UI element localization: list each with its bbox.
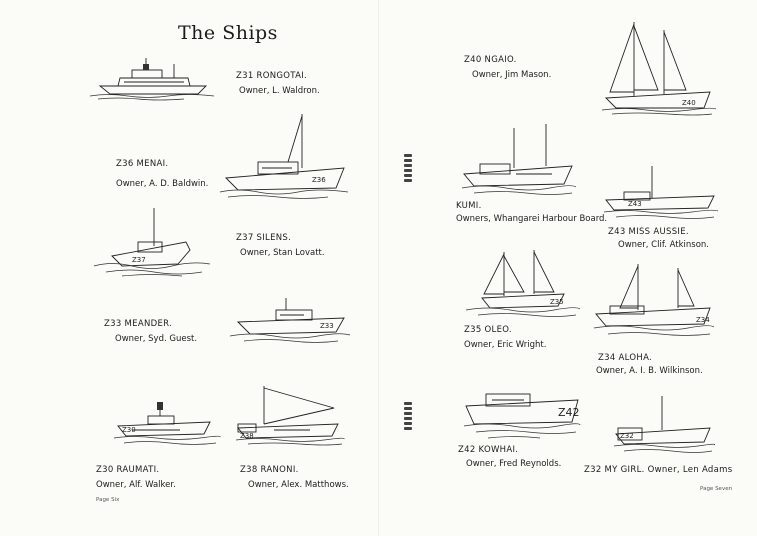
- ship-name: Z36 MENAI.: [116, 159, 169, 169]
- ship-illustration-silens: Z37: [93, 208, 211, 277]
- caption-kumi: KUMI. Owners, Whangarei Harbour Board.: [456, 200, 607, 225]
- hull-mark: Z36: [312, 176, 326, 184]
- ship-illustration-aloha: Z34: [593, 264, 715, 336]
- ship-name: Z30 RAUMATI.: [96, 465, 160, 475]
- ship-owner: Owner, Alf. Walker.: [96, 480, 176, 490]
- ship-owner: Owners, Whangarei Harbour Board.: [456, 214, 608, 224]
- caption-oleo: Z35 OLEO. Owner, Eric Wright.: [464, 324, 546, 351]
- hull-mark: Z38: [240, 432, 254, 440]
- hull-mark: Z32: [620, 432, 634, 440]
- hull-mark: Z43: [628, 200, 642, 208]
- caption-aloha: Z34 ALOHA. Owner, A. I. B. Wilkinson.: [596, 352, 703, 377]
- ship-illustration-ngaio: Z40: [601, 22, 717, 116]
- hull-mark: Z40: [682, 99, 696, 107]
- ship-illustration-ranoni: Z38: [235, 386, 345, 446]
- ship-owner: Owner, Syd. Guest.: [115, 334, 198, 344]
- ship-illustration-kowhai: Z42: [463, 393, 581, 439]
- hull-mark: Z34: [696, 316, 710, 324]
- ship-name: Z37 SILENS.: [236, 233, 292, 243]
- caption-menai: Z36 MENAI. Owner, A. D. Baldwin.: [116, 158, 208, 190]
- caption-ngaio: Z40 NGAIO. Owner, Jim Mason.: [464, 54, 551, 81]
- hull-mark: Z35: [550, 298, 564, 306]
- center-ornament-bottom: [404, 400, 412, 432]
- ship-owner: Owner, Fred Reynolds.: [466, 459, 562, 469]
- caption-ranoni: Z38 RANONI. Owner, Alex. Matthows.: [240, 464, 349, 491]
- page-fold: [378, 0, 379, 536]
- ship-name: Z32 MY GIRL. Owner, Len Adams: [584, 465, 733, 475]
- hull-mark: Z33: [320, 322, 334, 330]
- ship-name: Z35 OLEO.: [464, 325, 512, 335]
- page-number-right: Page Seven: [700, 486, 733, 492]
- ship-owner: Owner, Eric Wright.: [464, 340, 547, 350]
- ship-owner: Owner, Clif. Atkinson.: [618, 240, 709, 250]
- ship-name: Z34 ALOHA.: [598, 353, 653, 363]
- caption-rongotai: Z31 RONGOTAI. Owner, L. Waldron.: [236, 70, 320, 97]
- ship-illustration-rongotai: [89, 58, 215, 101]
- hull-mark: Z37: [132, 256, 146, 264]
- ship-name: Z42 KOWHAI.: [458, 445, 519, 455]
- ship-name: Z38 RANONI.: [240, 465, 299, 475]
- ship-illustration-kumi: [461, 124, 577, 195]
- caption-kowhai: Z42 KOWHAI. Owner, Fred Reynolds.: [458, 444, 561, 470]
- ship-name: Z31 RONGOTAI.: [236, 71, 308, 81]
- ship-illustration-oleo: Z35: [465, 250, 581, 317]
- hull-mark: Z42: [558, 406, 580, 419]
- caption-miss-aussie: Z43 MISS AUSSIE. Owner, Clif. Atkinson.: [608, 226, 709, 251]
- ship-illustration-my-girl: Z32: [613, 396, 715, 453]
- ship-owner: Owner, Jim Mason.: [472, 70, 552, 80]
- ship-illustration-miss-aussie: Z43: [603, 166, 719, 219]
- caption-silens: Z37 SILENS. Owner, Stan Lovatt.: [236, 232, 325, 259]
- caption-raumati: Z30 RAUMATI. Owner, Alf. Walker.: [96, 464, 176, 491]
- ship-owner: Owner, L. Waldron.: [239, 86, 320, 96]
- ship-name: Z43 MISS AUSSIE.: [608, 227, 689, 237]
- ship-illustration-raumati: Z30: [113, 402, 221, 445]
- ship-owner: Owner, A. D. Baldwin.: [116, 179, 209, 189]
- page-title: The Ships: [178, 22, 278, 44]
- ship-name: Z40 NGAIO.: [464, 55, 517, 65]
- ship-illustration-meander: Z33: [229, 298, 351, 343]
- caption-meander: Z33 MEANDER. Owner, Syd. Guest.: [104, 318, 197, 345]
- hull-mark: Z30: [122, 426, 136, 434]
- ship-owner: Owner, Alex. Matthows.: [248, 480, 349, 490]
- center-ornament-top: [404, 152, 412, 184]
- ship-name: Z33 MEANDER.: [104, 319, 173, 329]
- page-number-left: Page Six: [96, 497, 120, 503]
- ship-owner: Owner, A. I. B. Wilkinson.: [596, 366, 703, 376]
- caption-my-girl: Z32 MY GIRL. Owner, Len Adams: [584, 464, 732, 476]
- ship-name: KUMI.: [456, 201, 482, 211]
- ship-illustration-menai: Z36: [219, 114, 349, 199]
- ship-owner: Owner, Stan Lovatt.: [240, 248, 325, 258]
